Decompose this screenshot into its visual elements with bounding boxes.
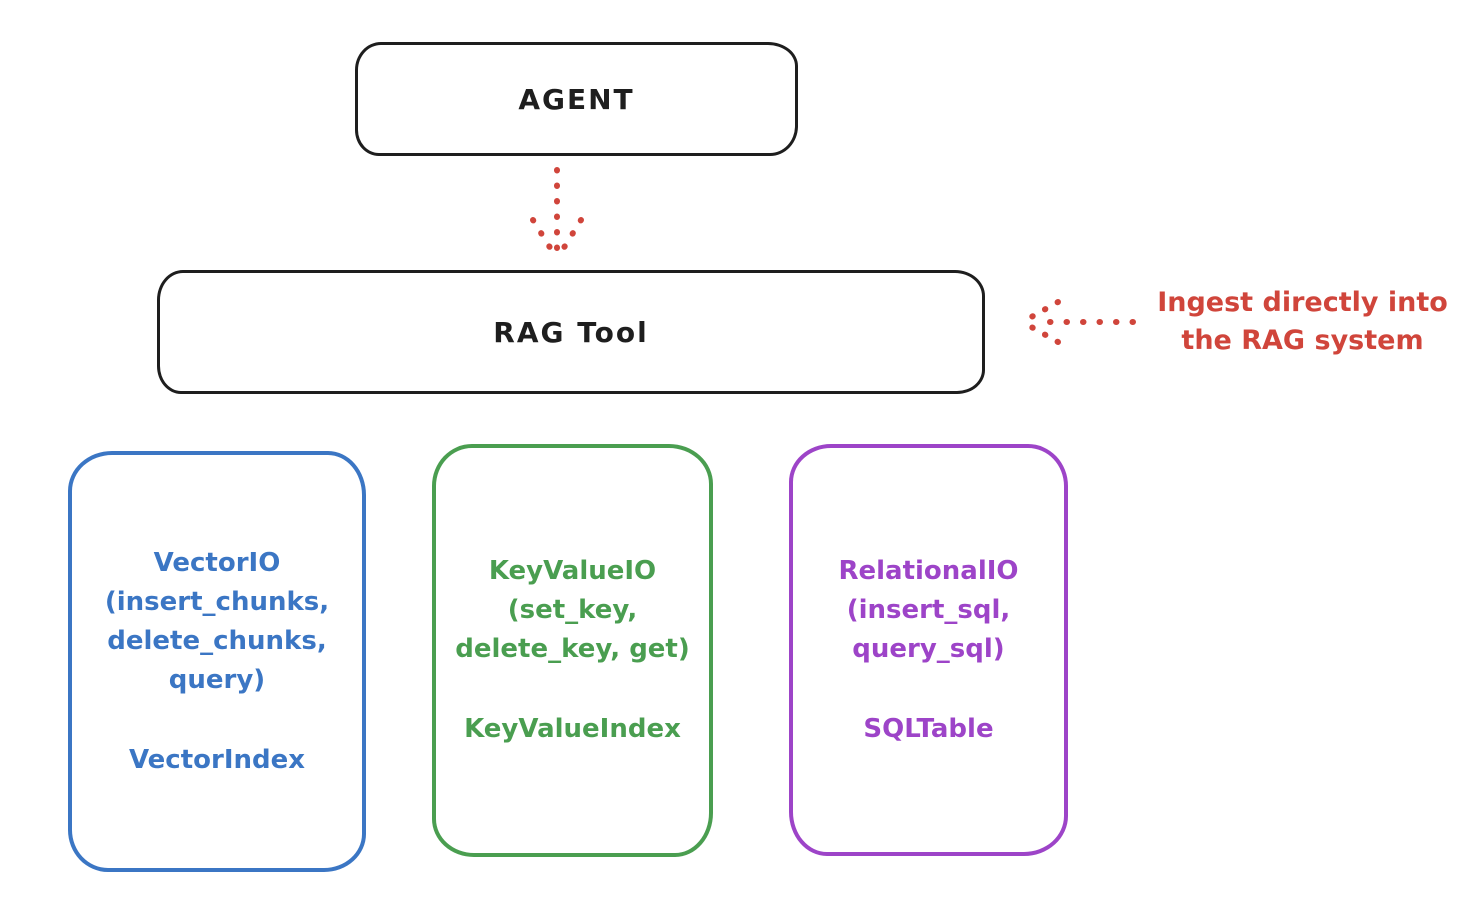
vector-io-title: VectorIO (insert_chunks, delete_chunks, …: [104, 547, 330, 695]
agent-to-ragtool-arrow-icon: [530, 167, 584, 257]
keyvalue-io-box: KeyValueIO (set_key, delete_key, get) Ke…: [432, 444, 713, 857]
relational-io-title: RelationalIO (insert_sql, query_sql): [838, 555, 1019, 664]
sqltable-label: SQLTable: [863, 713, 994, 744]
ingest-annotation: Ingest directly into the RAG system: [1157, 287, 1448, 356]
annotation-to-ragtool-arrow-icon: [1023, 299, 1136, 345]
vector-index-label: VectorIndex: [128, 744, 306, 775]
rag-tool-label: RAG Tool: [493, 315, 649, 349]
relational-io-box: RelationalIO (insert_sql, query_sql) SQL…: [789, 444, 1068, 856]
keyvalue-io-title: KeyValueIO (set_key, delete_key, get): [455, 556, 690, 664]
vector-io-box: VectorIO (insert_chunks, delete_chunks, …: [68, 451, 366, 872]
agent-label: AGENT: [518, 82, 635, 116]
agent-box: AGENT: [355, 42, 798, 156]
keyvalue-index-label: KeyValueIndex: [464, 714, 681, 744]
rag-tool-box: RAG Tool: [157, 270, 985, 394]
